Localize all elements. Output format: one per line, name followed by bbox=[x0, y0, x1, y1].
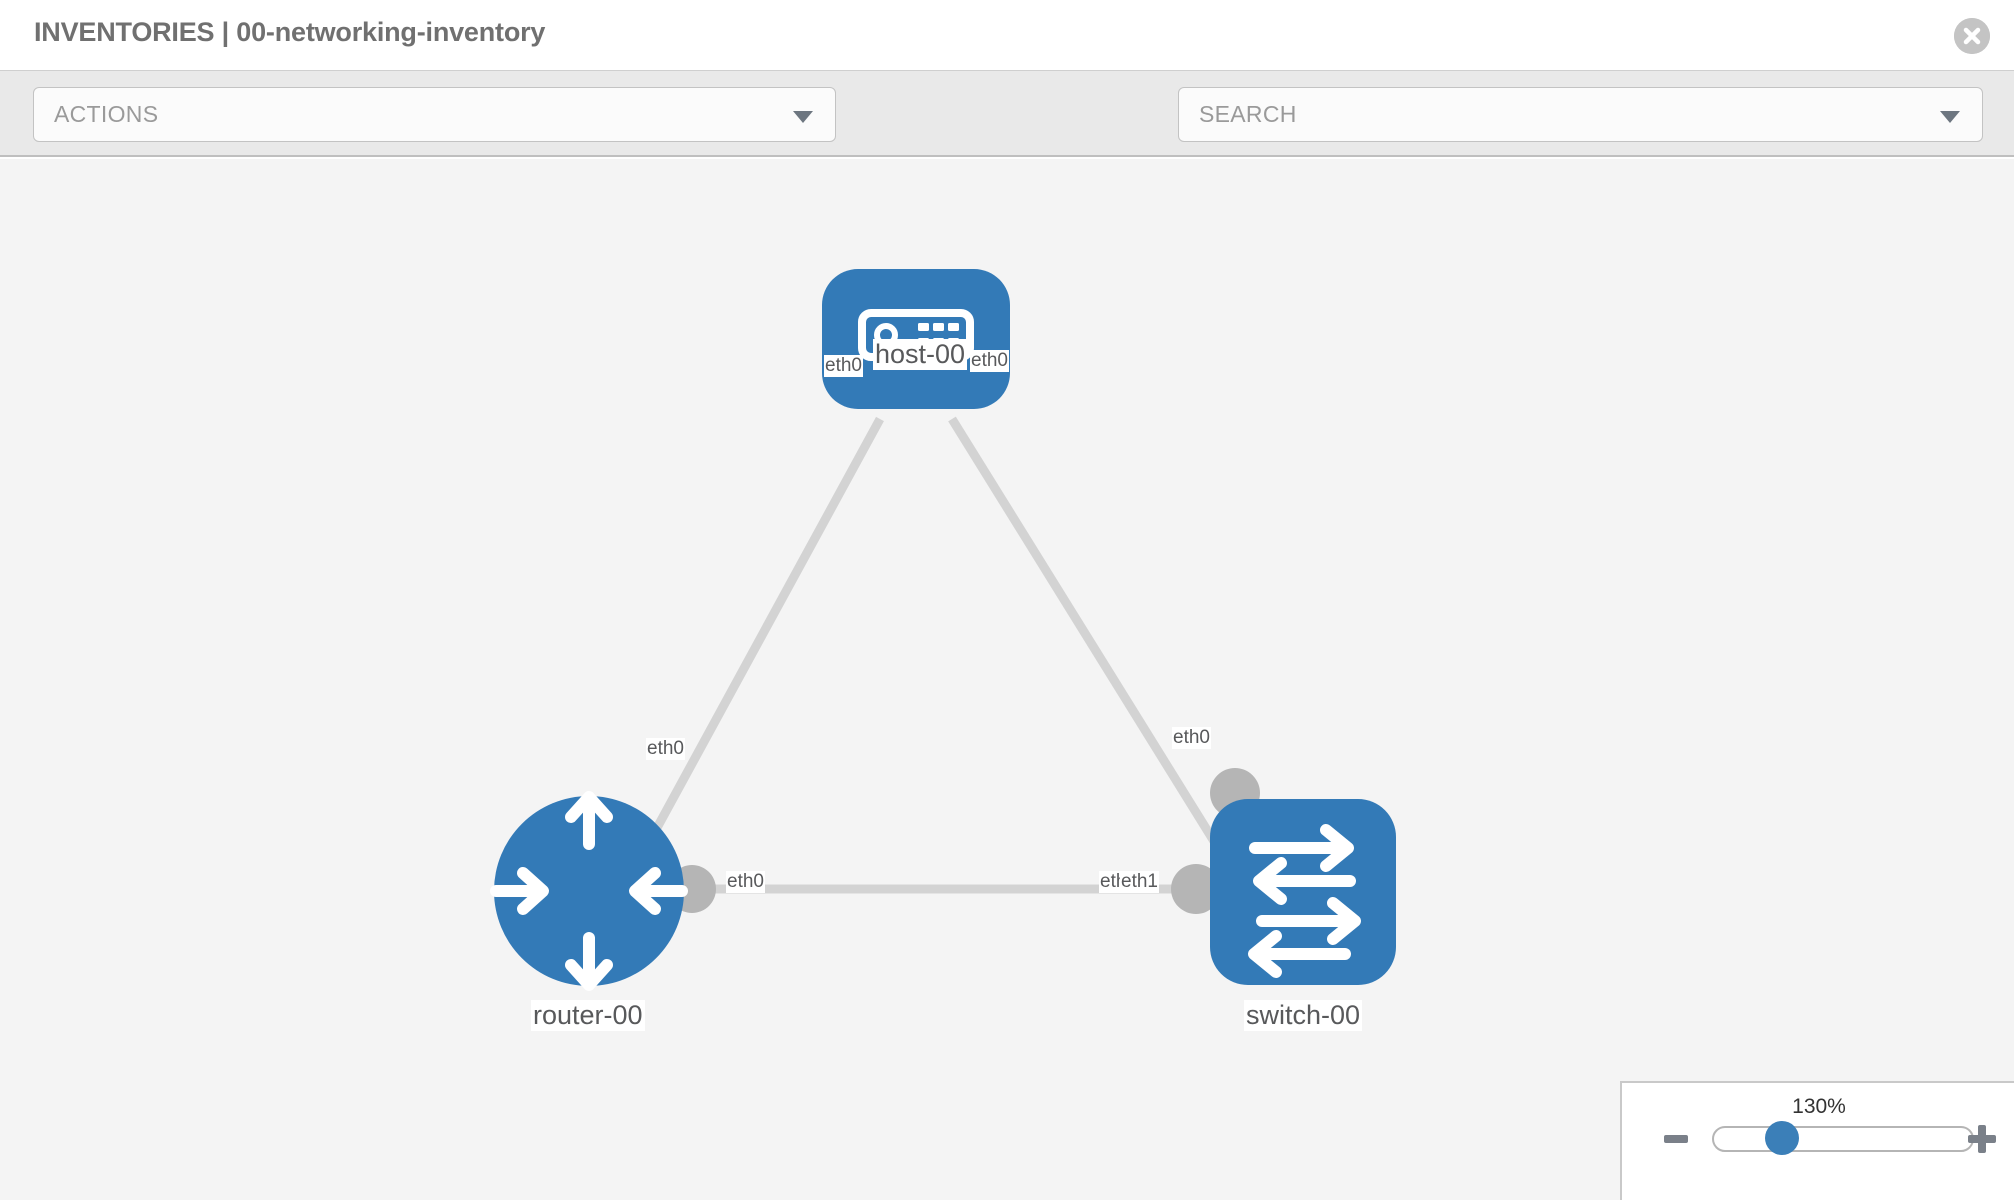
interface-label-host00-left: eth0 bbox=[824, 355, 863, 377]
zoom-slider-thumb[interactable] bbox=[1765, 1121, 1799, 1155]
minus-icon[interactable] bbox=[1662, 1125, 1690, 1153]
node-router-00 bbox=[490, 791, 688, 991]
link-host00-switch00 bbox=[948, 416, 1229, 862]
node-label-switch-00: switch-00 bbox=[1244, 1000, 1363, 1032]
close-icon[interactable] bbox=[1954, 18, 1990, 54]
search-placeholder: SEARCH bbox=[1199, 101, 1297, 127]
topology-canvas[interactable]: host-00 router-00 switch-00 eth0 eth0 et… bbox=[0, 159, 2014, 1200]
zoom-percent-label: 130% bbox=[1792, 1095, 1846, 1118]
actions-dropdown[interactable]: ACTIONS bbox=[33, 87, 836, 142]
port-switch00-eth1 bbox=[1171, 864, 1221, 914]
router-arrows-icon bbox=[490, 791, 688, 991]
zoom-slider-track[interactable] bbox=[1712, 1126, 1974, 1152]
toolbar: ACTIONS SEARCH bbox=[0, 71, 2014, 201]
chevron-down-icon[interactable] bbox=[1940, 111, 1960, 123]
link-host00-router00 bbox=[636, 416, 884, 862]
topology-ports bbox=[668, 335, 1260, 914]
node-switch-00 bbox=[1210, 799, 1396, 985]
switch-arrows-icon bbox=[1248, 824, 1361, 978]
page-title: INVENTORIES | 00-networking-inventory bbox=[34, 17, 546, 47]
zoom-control-panel: 130% bbox=[1620, 1081, 2014, 1200]
interface-label-router00-eth0: eth0 bbox=[726, 871, 765, 893]
interface-label-switch00-up: eth0 bbox=[1172, 727, 1211, 749]
topology-graph bbox=[490, 269, 1396, 991]
chevron-down-icon bbox=[793, 111, 813, 123]
node-label-host-00: host-00 bbox=[873, 339, 968, 371]
search-input[interactable]: SEARCH bbox=[1178, 87, 1983, 142]
interface-label-host00-right: eth0 bbox=[970, 350, 1009, 372]
interface-label-switch00-eth1: eth1 bbox=[1120, 871, 1159, 893]
interface-label-router00-up: eth0 bbox=[646, 738, 685, 760]
topology-links bbox=[636, 416, 1230, 894]
node-label-router-00: router-00 bbox=[531, 1000, 645, 1032]
actions-dropdown-label: ACTIONS bbox=[54, 101, 159, 127]
plus-icon[interactable] bbox=[1966, 1123, 1998, 1155]
page-header: INVENTORIES | 00-networking-inventory bbox=[0, 0, 2014, 71]
